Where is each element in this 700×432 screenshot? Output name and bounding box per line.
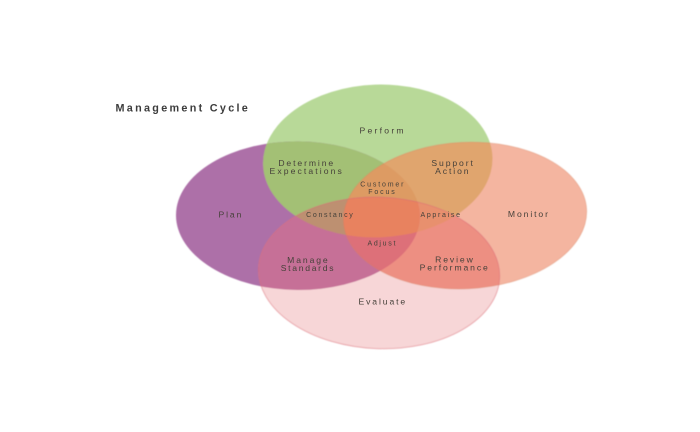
svg-text:Adjust: Adjust xyxy=(367,241,397,248)
svg-text:Performance: Performance xyxy=(420,263,490,273)
svg-text:Determine: Determine xyxy=(278,158,335,168)
svg-text:Focus: Focus xyxy=(368,189,396,196)
svg-text:Review: Review xyxy=(435,255,475,265)
svg-text:Action: Action xyxy=(435,166,470,176)
svg-text:Management Cycle: Management Cycle xyxy=(116,103,251,115)
svg-text:Support: Support xyxy=(431,158,474,168)
svg-text:Constancy: Constancy xyxy=(306,212,354,219)
svg-text:Appraise: Appraise xyxy=(420,212,461,219)
svg-text:Evaluate: Evaluate xyxy=(358,296,407,306)
svg-text:Perform: Perform xyxy=(360,126,406,136)
svg-text:Plan: Plan xyxy=(218,210,243,220)
svg-text:Expectations: Expectations xyxy=(269,166,343,176)
svg-text:Customer: Customer xyxy=(360,181,405,188)
svg-text:Manage: Manage xyxy=(287,255,329,265)
svg-text:Monitor: Monitor xyxy=(508,209,550,219)
svg-text:Standards: Standards xyxy=(281,263,335,273)
